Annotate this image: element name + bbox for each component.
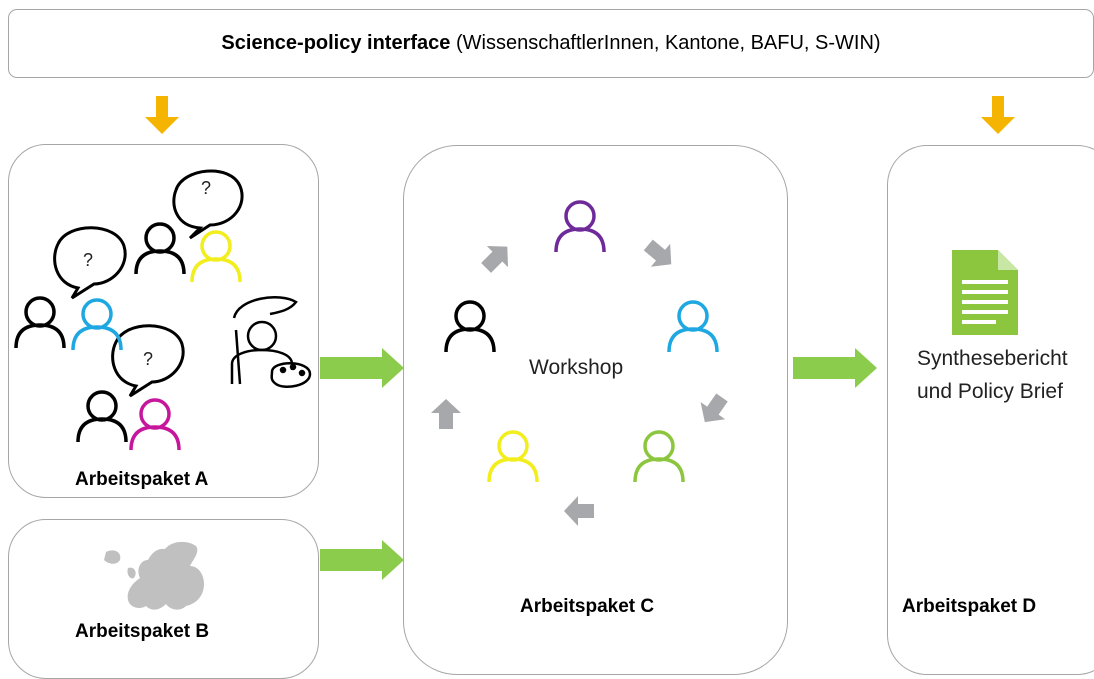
diagram-graphics [14,96,1018,610]
workshop-label: Workshop [529,356,624,379]
person-icon-magenta [129,398,181,452]
output-line-2: und Policy Brief [917,380,1063,403]
person-icon-cyan [667,300,719,354]
output-line-1: Synthesebericht [917,347,1068,370]
green-arrow-a-to-c [320,348,404,388]
question-mark: ? [201,178,212,198]
work-package-d-label: Arbeitspaket D [902,596,1037,617]
work-package-d-box [887,145,1094,675]
person-icon-black [76,390,128,444]
person-icon-black [134,222,186,276]
science-policy-banner: Science-policy interface (Wissenschaftle… [8,9,1094,78]
person-icon-yellow [190,230,242,284]
person-icon-black [444,300,496,354]
work-package-a-label: Arbeitspaket A [75,469,209,490]
banner-title: Science-policy interface [221,32,451,54]
speech-bubble-icon [111,324,185,398]
green-arrow-c-to-d [793,348,877,388]
green-arrow-b-to-c [320,540,404,580]
painter-icon [230,296,312,388]
question-mark: ? [83,250,94,270]
person-icon-black [14,296,66,350]
orange-arrow-a [145,96,179,134]
work-package-b-label: Arbeitspaket B [75,621,210,642]
person-icon-purple [554,200,606,254]
cycle-arrow-icon [431,239,728,526]
banner-subtitle: (WissenschaftlerInnen, Kantone, BAFU, S-… [450,32,881,54]
person-icon-green [633,430,685,484]
person-icon-cyan [71,298,123,352]
orange-arrow-d [981,96,1015,134]
person-icon-yellow [487,430,539,484]
work-package-c-label: Arbeitspaket C [520,596,655,617]
question-mark: ? [143,349,154,369]
document-icon [952,250,1018,335]
work-package-a-box [8,144,319,498]
speech-bubble-icon [53,226,127,300]
speech-bubble-icon [172,169,244,240]
europe-map-icon [104,541,204,610]
